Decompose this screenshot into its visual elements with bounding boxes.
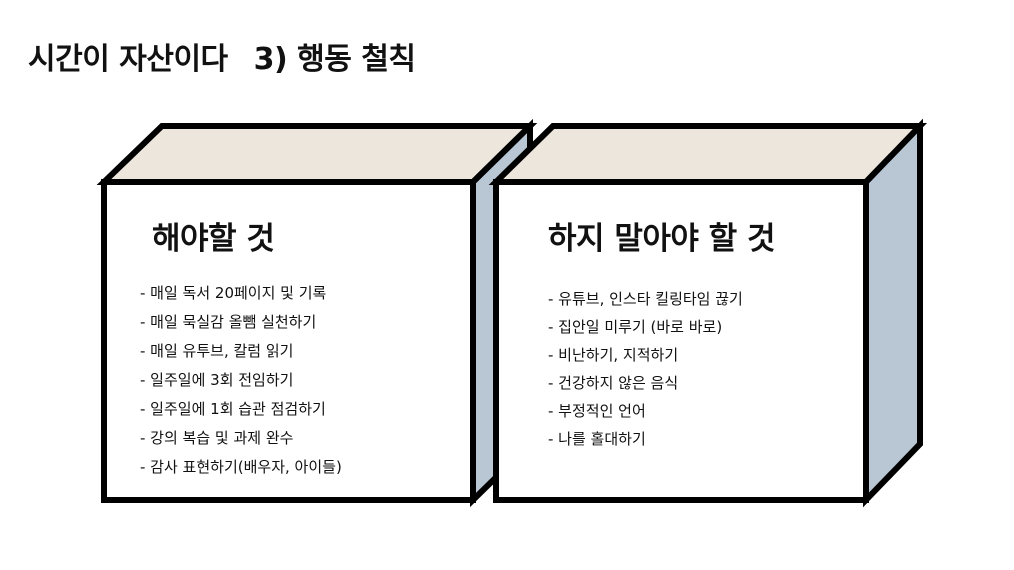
list-item: - 집안일 미루기 (바로 바로) [548,318,723,336]
list-item: - 건강하지 않은 음식 [548,374,679,392]
slide-title: 시간이 자산이다 3) 행동 철칙 [28,34,416,78]
list-item: - 일주일에 1회 습관 점검하기 [140,400,326,418]
list-item: - 매일 묵실감 올뺌 실천하기 [140,313,317,331]
list-item: - 유튜브, 인스타 킬링타임 끊기 [548,290,743,308]
right-box-shape [488,118,928,508]
list-item: - 비난하기, 지적하기 [548,346,679,364]
left-box-content: 해야할 것 - 매일 독서 20페이지 및 기록 - 매일 묵실감 올뺌 실천하… [140,213,342,487]
list-item: - 감사 표현하기(배우자, 아이들) [140,458,342,476]
left-box-list: - 매일 독서 20페이지 및 기록 - 매일 묵실감 올뺌 실천하기 - 매일… [140,284,342,476]
list-item: - 매일 독서 20페이지 및 기록 [140,284,327,302]
list-item: - 매일 유투브, 칼럼 읽기 [140,342,294,360]
right-box-top-face [488,123,928,185]
right-box-side-face [863,118,923,508]
list-item: - 강의 복습 및 과제 완수 [140,429,294,447]
list-item: - 부정적인 언어 [548,402,646,420]
right-box-front-face [493,179,869,503]
list-item: - 나를 홀대하기 [548,430,646,448]
slide-title-main: 시간이 자산이다 [28,42,228,77]
right-box-list: - 유튜브, 인스타 킬링타임 끊기 - 집안일 미루기 (바로 바로) - 비… [548,290,775,448]
left-box-top-face [96,123,538,185]
right-box-content: 하지 말아야 할 것 - 유튜브, 인스타 킬링타임 끊기 - 집안일 미루기 … [548,213,776,458]
list-item: - 일주일에 3회 전임하기 [140,371,294,389]
slide-title-sub: 3) 행동 철칙 [253,42,416,77]
left-box-front-face [101,179,476,503]
right-box-heading: 하지 말아야 할 것 [548,221,776,257]
left-box-heading: 해야할 것 [152,221,275,257]
